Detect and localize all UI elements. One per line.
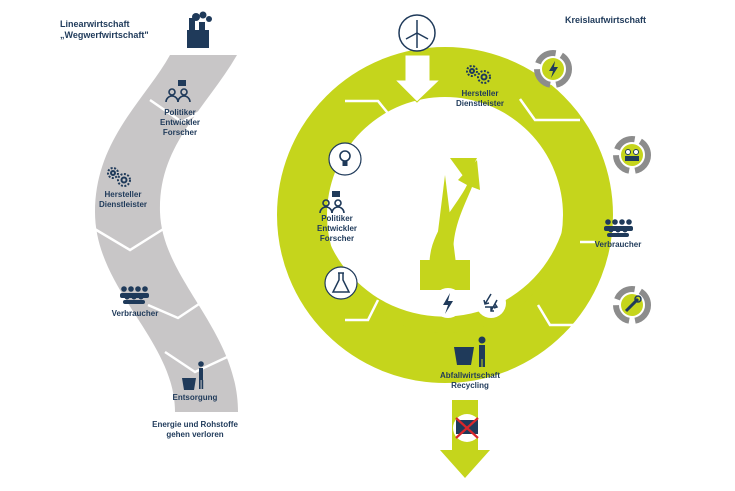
energy-entry-arrow	[393, 54, 442, 103]
gears-icon	[107, 167, 131, 187]
label-line: Politiker	[321, 214, 353, 223]
group-icon	[604, 219, 633, 237]
circular-stage-verbraucher: Verbraucher	[594, 240, 642, 249]
lightbulb-icon	[328, 142, 362, 176]
trash-person-icon	[454, 336, 486, 367]
label-line: Verbraucher	[111, 309, 159, 318]
people-speech-icon	[319, 191, 345, 214]
cycle-energy-badge	[534, 50, 572, 88]
trash-person-icon	[182, 361, 204, 390]
linear-title-line1: Linearwirtschaft	[60, 19, 130, 29]
cycle-repair-badge	[613, 286, 651, 324]
label-line: Abfallwirtschaft	[439, 371, 500, 380]
flask-icon	[324, 266, 358, 300]
label-line: Energie und Rohstoffe	[152, 420, 238, 429]
factory-icon	[187, 11, 212, 48]
label-line: Recycling	[451, 381, 489, 390]
wind-turbine-icon	[398, 14, 436, 52]
label-line: gehen verloren	[166, 430, 224, 439]
label-line: Entwickler	[159, 118, 200, 127]
label-line: Forscher	[319, 234, 355, 243]
label-line: Hersteller	[461, 89, 499, 98]
label-line: Dienstleister	[98, 200, 148, 209]
gears-icon	[466, 65, 491, 84]
linear-title: Linearwirtschaft „Wegwerfwirtschaft"	[60, 19, 149, 41]
circular-title: Kreislaufwirtschaft	[565, 15, 647, 25]
label-line: Entsorgung	[172, 393, 218, 402]
label-line: Forscher	[162, 128, 198, 137]
recycling-flow-arrows	[420, 158, 480, 290]
label-line: Dienstleister	[455, 99, 505, 108]
circular-stage-abfall: Abfallwirtschaft Recycling	[430, 371, 510, 391]
linear-stage-politiker: Politiker Entwickler Forscher	[150, 108, 210, 138]
linear-stage-verbraucher: Verbraucher	[100, 309, 170, 319]
cycle-people-badge	[613, 136, 651, 174]
label-line: Politiker	[164, 108, 196, 117]
label-line: Hersteller	[104, 190, 142, 199]
no-dumping-icon	[453, 414, 481, 442]
lightning-icon	[433, 288, 463, 318]
ring-segment-separators	[345, 98, 595, 327]
linear-economy-band	[92, 55, 239, 412]
circular-stage-hersteller: Hersteller Dienstleister	[445, 89, 515, 109]
recycle-icon	[476, 288, 506, 318]
linear-stage-hersteller: Hersteller Dienstleister	[88, 190, 158, 210]
linear-loss-note: Energie und Rohstoffe gehen verloren	[140, 420, 250, 440]
label-line: Entwickler	[316, 224, 357, 233]
linear-title-line2: „Wegwerfwirtschaft"	[60, 30, 149, 40]
people-speech-icon	[165, 80, 191, 103]
circular-stage-politiker: Politiker Entwickler Forscher	[302, 214, 372, 244]
linear-stage-entsorgung: Entsorgung	[160, 393, 230, 403]
group-icon	[120, 286, 149, 304]
